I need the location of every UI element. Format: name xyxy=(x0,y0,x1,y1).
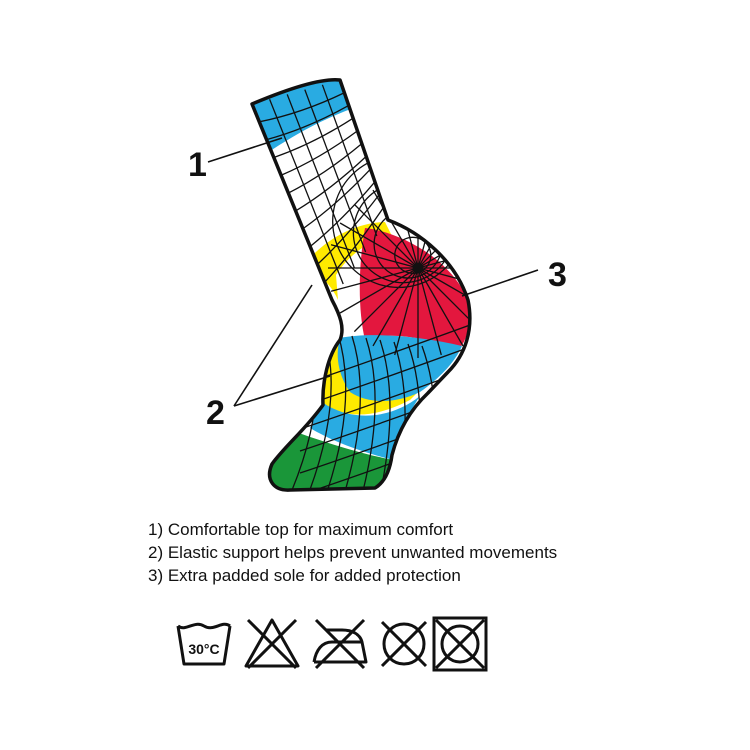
callout-line-2a xyxy=(233,284,313,407)
feature-item-sole: 3) Extra padded sole for added protectio… xyxy=(148,566,461,585)
wash-temperature-label: 30°C xyxy=(188,641,219,657)
feature-item-top: 1) Comfortable top for maximum comfort xyxy=(148,520,454,539)
arch-support-band xyxy=(319,338,420,415)
callout-number-1: 1 xyxy=(188,146,207,184)
sock-cuff-band xyxy=(252,79,380,158)
no-iron-icon xyxy=(308,612,372,676)
heel-center xyxy=(413,263,423,273)
callout-number-3: 3 xyxy=(548,256,567,294)
wash-30-icon: 30°C xyxy=(172,612,236,676)
callout-number-2: 2 xyxy=(206,394,225,432)
sock-bands xyxy=(252,79,470,491)
care-icons: 30°C xyxy=(172,612,492,676)
feature-item-support: 2) Elastic support helps prevent unwante… xyxy=(148,543,558,562)
no-bleach-icon xyxy=(240,612,304,676)
sock-diagram: 1 2 3 xyxy=(188,78,567,492)
sock-toe xyxy=(263,430,394,491)
feature-list: 1) Comfortable top for maximum comfort 2… xyxy=(148,518,557,587)
sock-mesh xyxy=(259,84,470,491)
padded-sole xyxy=(337,335,462,401)
callout-line-1 xyxy=(207,137,283,163)
callout-line-3 xyxy=(461,269,539,297)
no-tumble-dry-icon xyxy=(428,612,492,676)
padded-heel xyxy=(359,228,470,348)
callout-line-2b xyxy=(233,375,331,407)
no-dry-clean-icon xyxy=(372,612,436,676)
